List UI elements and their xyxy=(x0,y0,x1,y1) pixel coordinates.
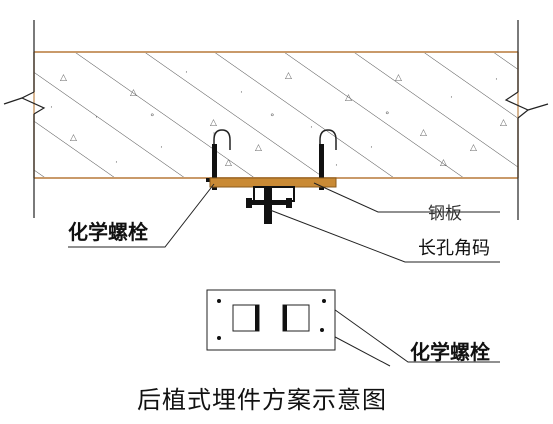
break-line-right xyxy=(504,20,549,220)
slotted-angle xyxy=(246,186,295,224)
leader-lines xyxy=(68,182,500,367)
concrete-slab: △ · △ △ · · △ · △ △ · △ · △ △ · △ · · △ · △ · △ ° ° ° xyxy=(33,51,519,179)
svg-text:·: · xyxy=(185,68,188,78)
break-line-left xyxy=(3,20,46,218)
svg-text:△: △ xyxy=(345,93,352,103)
svg-text:°: ° xyxy=(270,113,275,123)
svg-text:△: △ xyxy=(420,128,427,138)
svg-text:△: △ xyxy=(440,158,447,168)
svg-text:·: · xyxy=(370,143,373,153)
svg-text:△: △ xyxy=(210,118,217,128)
svg-text:·: · xyxy=(310,123,313,133)
svg-text:·: · xyxy=(50,103,53,113)
svg-text:·: · xyxy=(335,161,338,171)
svg-text:△: △ xyxy=(470,143,477,153)
svg-text:△: △ xyxy=(60,73,67,83)
svg-text:·: · xyxy=(240,88,243,98)
svg-text:△: △ xyxy=(225,158,232,168)
svg-text:°: ° xyxy=(150,113,155,123)
svg-text:△: △ xyxy=(70,133,77,143)
slotted-angle-label: 长孔角码 xyxy=(418,238,490,259)
svg-text:△: △ xyxy=(130,88,137,98)
chemical-bolt-label-right: 化学螺栓 xyxy=(410,340,490,364)
svg-text:△: △ xyxy=(285,71,292,81)
svg-text:△: △ xyxy=(395,73,402,83)
plate-plan-view xyxy=(206,289,336,351)
svg-text:·: · xyxy=(495,75,498,85)
svg-text:△: △ xyxy=(255,143,262,153)
svg-text:·: · xyxy=(95,113,98,123)
diagram-title: 后植式埋件方案示意图 xyxy=(137,386,387,414)
svg-text:·: · xyxy=(160,143,163,153)
svg-text:·: · xyxy=(450,93,453,103)
svg-text:·: · xyxy=(115,158,118,168)
chemical-bolt-label-left: 化学螺栓 xyxy=(68,220,148,244)
steel-plate-label: 钢板 xyxy=(428,204,462,224)
svg-text:△: △ xyxy=(500,118,507,128)
svg-text:°: ° xyxy=(385,111,390,121)
steel-plate xyxy=(209,177,337,188)
